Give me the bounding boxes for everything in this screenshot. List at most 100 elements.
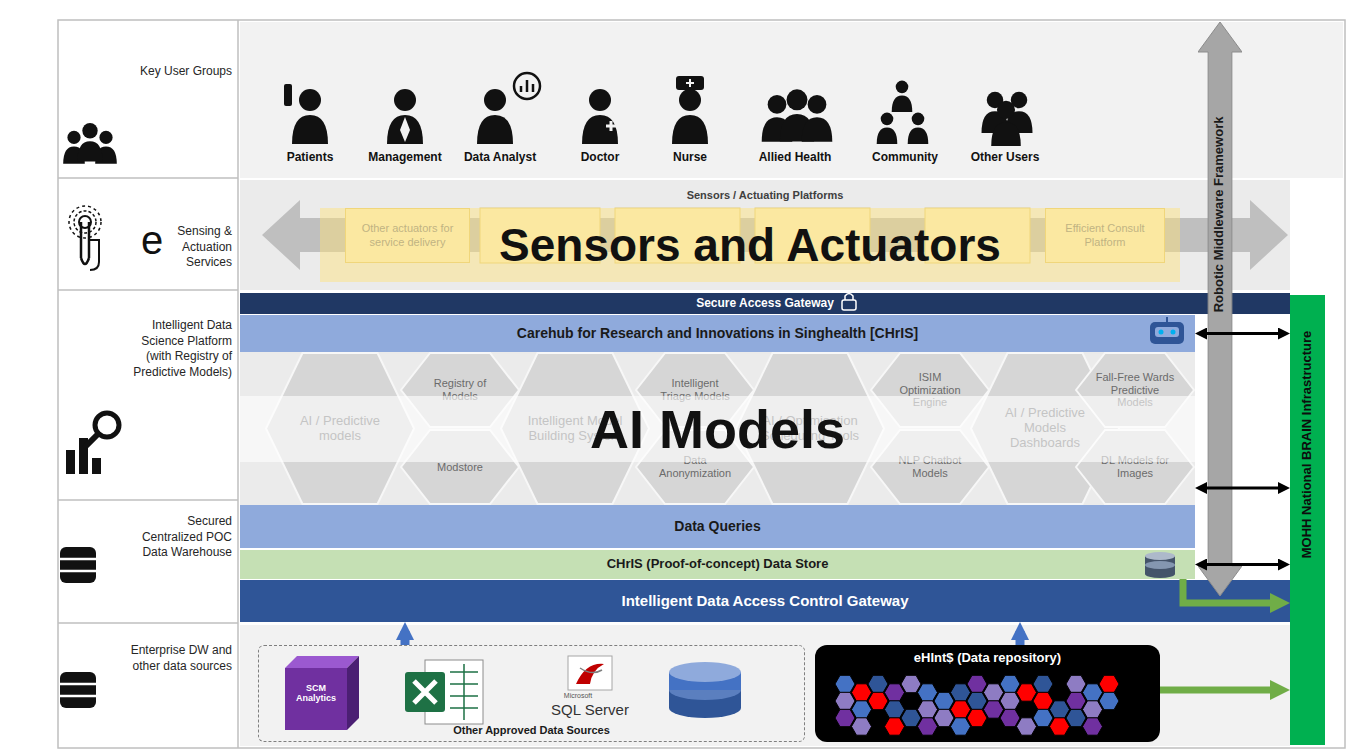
repository-hex xyxy=(1050,701,1070,718)
layer-label: Enterprise DW and other data sources xyxy=(60,623,238,745)
repository-box: eHInt$ (Data repository) xyxy=(815,645,1160,742)
drawn-path xyxy=(414,681,436,703)
repository-hex xyxy=(1066,692,1086,709)
node-text: Secured Centralized POC Data Warehouse xyxy=(137,514,232,561)
drawn-path xyxy=(450,664,478,720)
node-text: eHInt$ (Data repository) xyxy=(914,650,1061,667)
drawn-polygon xyxy=(347,656,359,730)
repository-hex xyxy=(918,684,938,701)
repository-hex xyxy=(1017,718,1037,735)
connector xyxy=(1160,687,1280,694)
drawn-rect xyxy=(676,76,704,90)
repository-hex xyxy=(967,675,987,692)
sql-server-icon xyxy=(568,656,612,690)
drawn-rect xyxy=(92,458,101,474)
drawn-line xyxy=(58,622,238,624)
database-icon xyxy=(60,672,96,708)
drawn-use xyxy=(877,113,898,144)
repository-hex xyxy=(885,701,905,718)
node-text: Robotic Middleware Framework xyxy=(1212,117,1229,313)
repository-hex xyxy=(852,701,872,718)
user-name: Other Users xyxy=(955,150,1055,164)
user-name: Nurse xyxy=(640,150,740,164)
layer-band: Carehub for Research and Innovations in … xyxy=(240,315,1195,352)
repository-hex xyxy=(835,692,855,709)
database-icon xyxy=(60,547,96,583)
node-text: Carehub for Research and Innovations in … xyxy=(517,324,918,342)
drawn-rect xyxy=(284,84,292,106)
repository-hex xyxy=(934,709,954,726)
drawn-ellipse xyxy=(669,662,741,682)
layer-label: Intelligent Data Science Platform (with … xyxy=(60,290,238,500)
user-group-icon xyxy=(63,123,117,164)
drawn-line xyxy=(58,177,238,179)
repository-hex xyxy=(1083,684,1103,701)
connector xyxy=(1183,579,1280,603)
drawn-line xyxy=(237,20,239,748)
infrastructure-bar: MOHH National BRAIN Infrastructure xyxy=(1290,295,1325,745)
database-stack-icon xyxy=(669,662,741,718)
drawn-rect xyxy=(66,450,75,474)
vendor-name: Microsoft xyxy=(548,692,608,700)
source-row-ground xyxy=(240,625,1290,746)
robot-icon xyxy=(1150,317,1184,344)
hexagon-shape xyxy=(1076,430,1194,504)
connector xyxy=(1201,332,1284,335)
node-text: AI Models xyxy=(240,396,1195,462)
drawn-rect xyxy=(405,672,445,712)
node-text: Intelligent Data Access Control Gateway xyxy=(621,591,908,611)
hexagon-shape xyxy=(636,430,754,504)
source-group: Other Approved Data Sources xyxy=(258,645,805,742)
product-name: SQL Server xyxy=(530,701,650,719)
repository-hex xyxy=(918,718,938,735)
repository-hex xyxy=(1066,675,1086,692)
hexagon-shape xyxy=(636,353,754,427)
repository-hex xyxy=(1033,675,1053,692)
repository-hex xyxy=(868,692,888,709)
hexagon-shape xyxy=(401,430,519,504)
repository-hex xyxy=(1099,692,1119,709)
drawn-path xyxy=(606,121,616,131)
hexagon-shape xyxy=(266,353,414,504)
drawn-path xyxy=(521,80,533,92)
drawn-circle xyxy=(74,211,96,233)
repository-hex xyxy=(984,684,1004,701)
drawn-use xyxy=(672,89,708,144)
drawn-circle xyxy=(69,206,101,238)
layer-grid xyxy=(58,20,238,748)
node-text: Modstore xyxy=(437,461,483,474)
user-icons xyxy=(284,73,1033,146)
repository-hex xyxy=(885,684,905,701)
outer-frame xyxy=(58,20,1345,748)
layer-band: CHrIS (Proof-of-concept) Data Store xyxy=(240,550,1195,579)
spreadsheet-icon xyxy=(405,660,483,724)
touch-icon xyxy=(69,206,101,270)
user-name: Patients xyxy=(260,150,360,164)
drawn-rect xyxy=(1150,322,1184,344)
user-name: Allied Health xyxy=(745,150,845,164)
node-text: Enterprise DW and other data sources xyxy=(122,643,232,674)
drawn-path xyxy=(686,79,694,87)
node-text: Key User Groups xyxy=(140,64,232,80)
drawn-polygon xyxy=(285,656,359,668)
store-cylinder-icon xyxy=(1145,552,1175,578)
repository-hex xyxy=(1083,718,1103,735)
drawn-line xyxy=(1166,317,1168,322)
drawn-circle xyxy=(1171,330,1176,335)
connector xyxy=(1016,631,1025,645)
repository-hex xyxy=(1033,692,1053,709)
repository-panel xyxy=(815,645,1160,742)
repository-hex xyxy=(1017,684,1037,701)
drawn-use xyxy=(892,81,913,112)
repository-hex xyxy=(1000,709,1020,726)
repository-hex xyxy=(835,709,855,726)
connector xyxy=(1201,487,1284,490)
node-text: Other Approved Data Sources xyxy=(453,723,610,737)
lock-icon xyxy=(842,294,856,311)
drawn-rect xyxy=(568,656,612,690)
drawn-use xyxy=(908,113,929,144)
drawn-line xyxy=(86,434,98,446)
drawn-path xyxy=(89,240,99,270)
drawn-ellipse xyxy=(1145,570,1175,578)
